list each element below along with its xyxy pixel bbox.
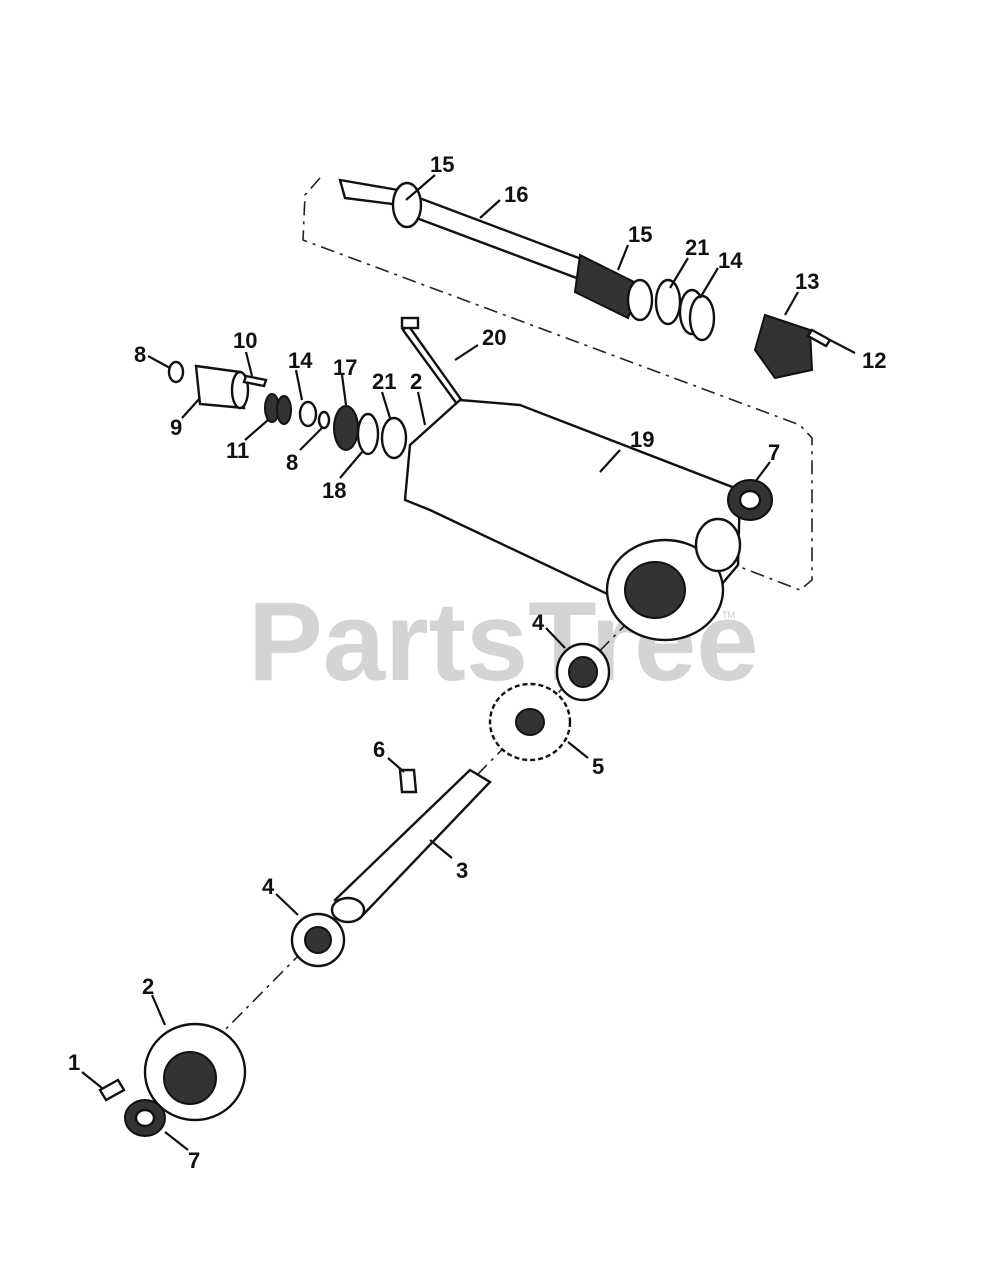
gear-5-part <box>488 682 572 762</box>
callout-2-upper: 2 <box>410 369 422 394</box>
callout-21-left: 21 <box>372 369 396 394</box>
callout-14-left: 14 <box>288 348 313 373</box>
callout-7-lower: 7 <box>188 1148 200 1173</box>
axis-line-lower <box>214 599 651 1041</box>
callout-4-lower: 4 <box>262 874 275 899</box>
cover-13-part <box>753 313 814 380</box>
callout-19: 19 <box>630 427 654 452</box>
callout-5: 5 <box>592 754 604 779</box>
callout-18: 18 <box>322 478 346 503</box>
screw-1-part <box>98 1078 126 1102</box>
callout-16: 16 <box>504 182 528 207</box>
screw-12-part <box>806 328 832 348</box>
washer-14-left <box>298 400 318 428</box>
callout-21-upper: 21 <box>685 235 709 260</box>
spring-14-upper <box>678 288 716 342</box>
spring-11-part <box>264 393 292 425</box>
o-ring-8-mid <box>317 410 331 430</box>
seal-7-lower <box>124 1099 166 1137</box>
assembly-boundary <box>302 177 813 591</box>
callout-8-mid: 8 <box>286 450 298 475</box>
callout-14-upper: 14 <box>718 248 743 273</box>
ring-21-left <box>380 416 408 460</box>
callout-15-right: 15 <box>628 222 652 247</box>
worm-shaft-part <box>338 178 654 322</box>
bearing-4-upper <box>555 642 611 702</box>
callout-9: 9 <box>170 415 182 440</box>
bearing-4-lower <box>290 912 346 968</box>
callout-labels: 15 16 15 21 14 13 12 20 8 10 14 17 21 2 … <box>68 152 886 1173</box>
callout-10: 10 <box>233 328 257 353</box>
callout-20: 20 <box>482 325 506 350</box>
callout-7-upper: 7 <box>768 440 780 465</box>
callout-17: 17 <box>333 355 357 380</box>
callout-15-top: 15 <box>430 152 454 177</box>
callout-2-lower: 2 <box>142 974 154 999</box>
callout-4-upper: 4 <box>532 610 545 635</box>
key-6-part <box>398 768 418 794</box>
axle-3-part <box>330 768 492 924</box>
leader-lines <box>81 174 856 1151</box>
watermark-trademark: TM <box>722 610 735 620</box>
callout-1: 1 <box>68 1050 80 1075</box>
callout-13: 13 <box>795 269 819 294</box>
callout-6: 6 <box>373 737 385 762</box>
ring-18-part <box>356 412 380 456</box>
housing-19-part <box>403 398 742 642</box>
gear-17-part <box>333 405 359 451</box>
pin-10-part <box>242 374 268 388</box>
o-ring-8-left <box>167 360 185 384</box>
cover-2-lower <box>143 1022 247 1122</box>
seal-7-upper <box>727 479 773 521</box>
callout-3: 3 <box>456 858 468 883</box>
callout-8-left: 8 <box>134 342 146 367</box>
callout-12: 12 <box>862 348 886 373</box>
callout-11: 11 <box>226 438 249 463</box>
ring-21-upper <box>654 278 682 326</box>
housing-9-part <box>194 364 250 410</box>
